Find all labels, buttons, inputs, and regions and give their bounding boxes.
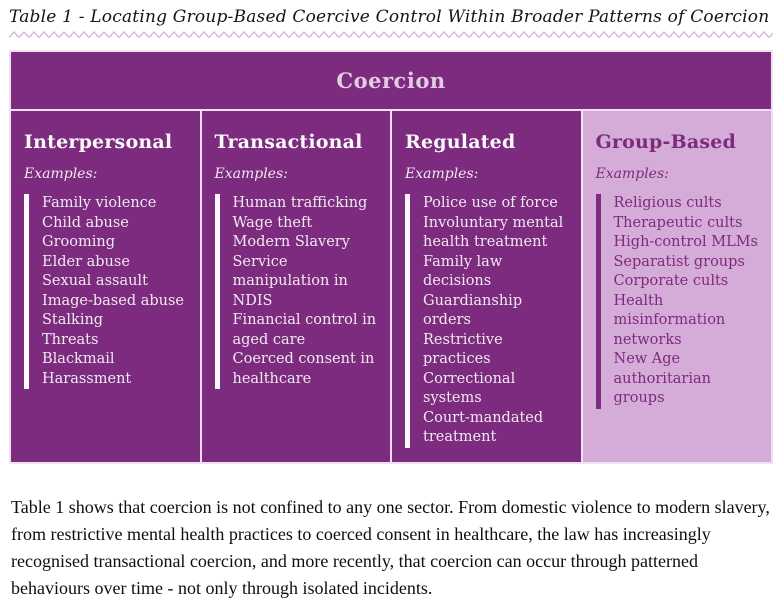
column-title: Regulated — [405, 131, 516, 153]
coercion-table: Coercion Interpersonal Examples: Family … — [9, 50, 773, 464]
example-item: Court-mandated treatment — [423, 409, 544, 446]
examples-label: Examples: — [595, 166, 669, 182]
example-item: Threats — [42, 331, 99, 348]
example-item: Corporate cults — [613, 273, 729, 289]
example-item: New Age authoritarian groups — [613, 351, 711, 406]
example-item: Modern Slavery — [232, 234, 350, 250]
example-item: Involuntary mental health treatment — [423, 214, 564, 251]
example-item: Family violence — [42, 195, 157, 211]
example-item: Guardianship orders — [423, 292, 523, 329]
example-item: Human trafficking — [232, 195, 368, 211]
examples-label: Examples: — [24, 166, 98, 182]
example-item: Health misinformation networks — [613, 292, 726, 348]
example-item: Financial control in aged care — [232, 312, 377, 348]
example-item: Coerced consent in healthcare — [232, 351, 375, 387]
table-caption: Table 1 - Locating Group-Based Coercive … — [9, 7, 770, 27]
column-transactional: Transactional Examples: Human traffickin… — [201, 111, 390, 462]
table-header-coercion: Coercion — [11, 52, 771, 109]
examples-label: Examples: — [405, 166, 479, 182]
example-item: Child abuse — [42, 214, 129, 231]
example-item: Blackmail — [42, 351, 115, 367]
example-item: Correctional systems — [423, 370, 516, 407]
examples-label: Examples: — [214, 166, 288, 182]
column-title: Group-Based — [595, 131, 737, 153]
example-item: High-control MLMs — [613, 234, 759, 250]
example-item: Separatist groups — [613, 253, 745, 270]
example-item: Sexual assault — [42, 273, 148, 289]
example-item: Police use of force — [423, 195, 558, 211]
example-item: Restrictive practices — [423, 331, 503, 368]
column-title: Interpersonal — [24, 131, 173, 153]
example-item: Family law decisions — [423, 253, 503, 290]
example-item: Image-based abuse — [42, 292, 185, 309]
example-item: Therapeutic cults — [613, 214, 743, 231]
example-item: Elder abuse — [42, 253, 130, 270]
zigzag-divider — [9, 31, 773, 39]
column-title: Transactional — [214, 131, 363, 153]
example-item: Religious cults — [613, 195, 722, 211]
body-paragraph: Table 1 shows that coercion is not confi… — [11, 496, 770, 598]
example-item: Stalking — [42, 312, 104, 328]
example-item: Wage theft — [232, 214, 313, 231]
example-item: Service manipulation in NDIS — [232, 253, 348, 309]
example-item: Grooming — [42, 234, 115, 250]
example-item: Harassment — [42, 370, 132, 387]
